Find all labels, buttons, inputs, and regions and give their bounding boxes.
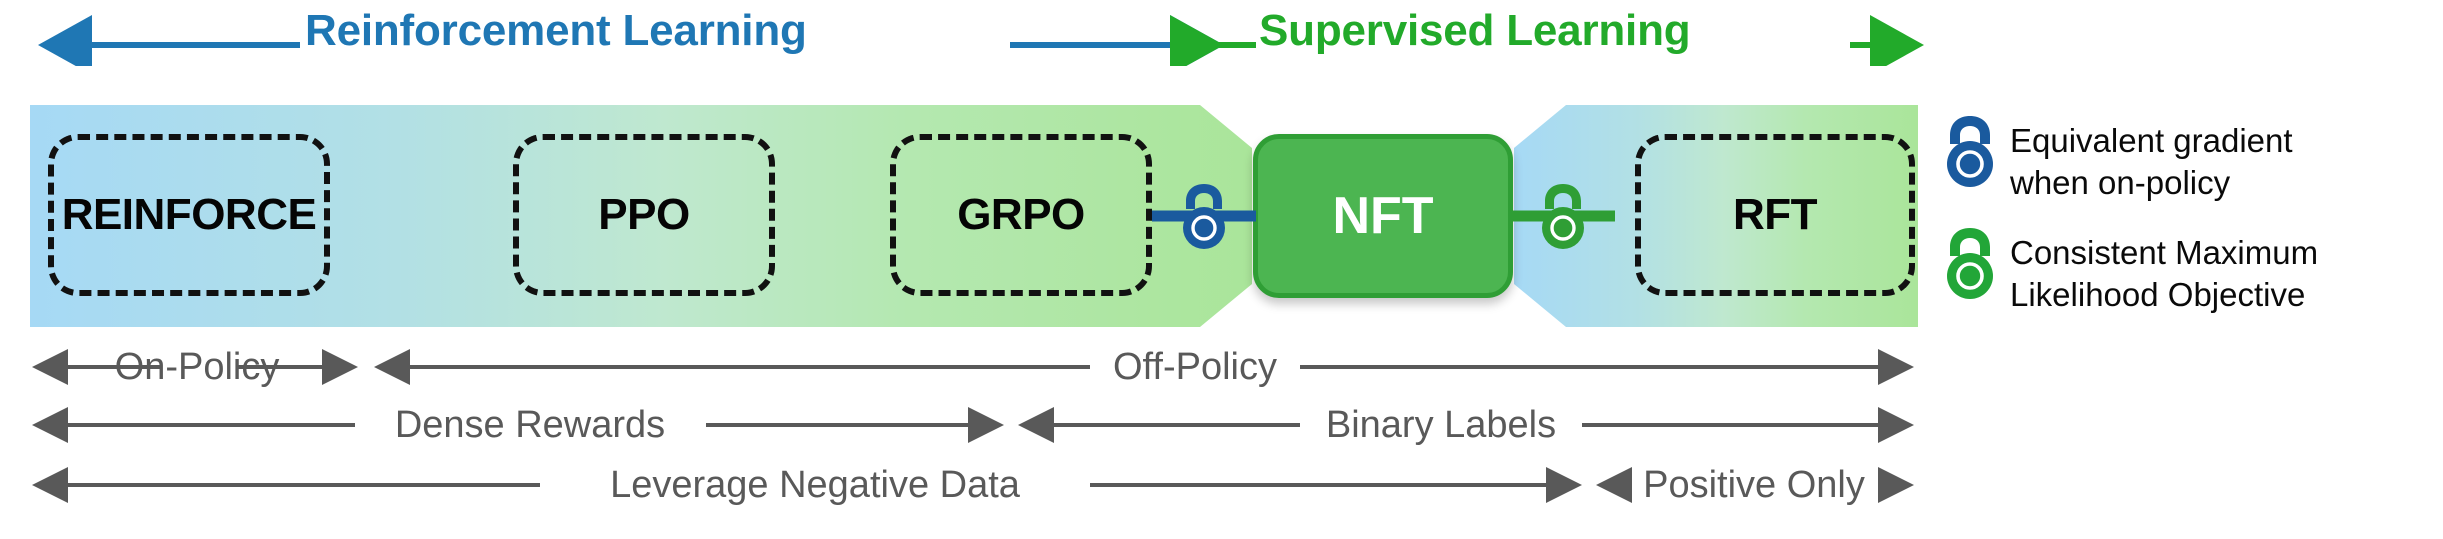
annotation-label-binary-labels: Binary Labels bbox=[1325, 404, 1557, 446]
band-shape bbox=[30, 105, 1918, 327]
method-box-rft-label: RFT bbox=[1732, 190, 1818, 239]
annotation-rows: On-Policy Off-Policy Dense Rewards Binar… bbox=[0, 336, 2443, 539]
method-box-nft[interactable]: NFT bbox=[1253, 134, 1513, 298]
method-box-ppo-label: PPO bbox=[598, 190, 690, 239]
method-box-rft[interactable]: RFT bbox=[1635, 134, 1915, 296]
method-box-grpo[interactable]: GRPO bbox=[890, 134, 1152, 296]
annotation-arrows bbox=[32, 349, 1914, 503]
method-box-reinforce-label: REINFORCE bbox=[61, 190, 317, 239]
method-spectrum-band: REINFORCE PPO GRPO NFT RFT bbox=[0, 96, 2443, 336]
reinforcement-learning-title: Reinforcement Learning bbox=[305, 6, 807, 55]
lock-icon bbox=[1947, 228, 1993, 299]
annotation-label-on-policy: On-Policy bbox=[114, 346, 280, 388]
header-row: Reinforcement Learning Supervised Learni… bbox=[0, 0, 2443, 66]
connector-lock-nft-rft bbox=[1511, 184, 1615, 249]
annotation-label-off-policy: Off-Policy bbox=[1112, 346, 1278, 388]
band-left-section bbox=[30, 105, 1252, 327]
legend-item-equivalent-gradient: Equivalent gradient when on-policy bbox=[1944, 114, 2293, 204]
annotation-label-dense-rewards: Dense Rewards bbox=[394, 404, 666, 446]
annotation-label-positive-only: Positive Only bbox=[1643, 464, 1865, 506]
annotation-label-leverage-negative-data: Leverage Negative Data bbox=[610, 464, 1020, 506]
lock-icon bbox=[1542, 184, 1584, 249]
connector-lock-grpo-nft bbox=[1152, 184, 1256, 249]
method-box-nft-label: NFT bbox=[1332, 187, 1434, 245]
legend-item-equivalent-gradient-text: Equivalent gradient when on-policy bbox=[2010, 122, 2293, 201]
method-box-ppo[interactable]: PPO bbox=[513, 134, 775, 296]
band-right-section bbox=[1514, 105, 1918, 327]
lock-icon bbox=[1947, 116, 1993, 187]
method-box-reinforce[interactable]: REINFORCE bbox=[48, 134, 330, 296]
legend-item-consistent-mle-text: Consistent Maximum Likelihood Objective bbox=[2010, 234, 2319, 313]
legend: Equivalent gradient when on-policy Consi… bbox=[1944, 100, 2443, 350]
header-arrows bbox=[38, 15, 1924, 66]
supervised-learning-title: Supervised Learning bbox=[1259, 6, 1691, 55]
legend-item-consistent-mle: Consistent Maximum Likelihood Objective bbox=[1944, 226, 2318, 316]
lock-icon bbox=[1183, 184, 1225, 249]
method-box-grpo-label: GRPO bbox=[957, 190, 1085, 239]
